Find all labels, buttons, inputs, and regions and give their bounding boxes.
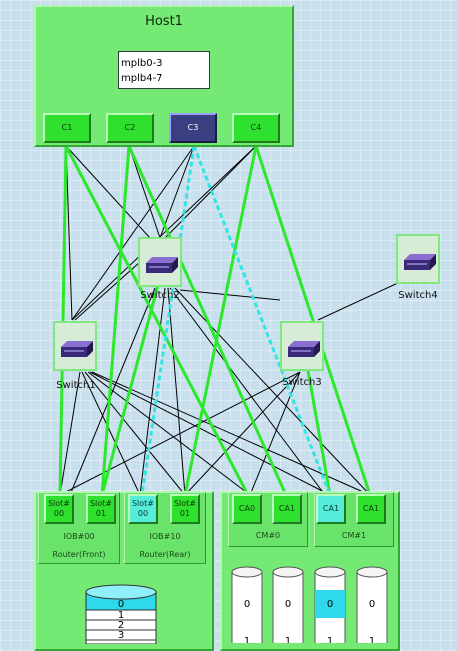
switch2-label: Switch2 [140,290,180,301]
iob10-label: IOB#10 [149,532,181,541]
stack-item: 3 [118,630,124,641]
switch1-node[interactable] [53,321,97,371]
stack-item: 1 [118,610,124,621]
switch4-label: Switch4 [398,290,438,301]
stack-item: 0 [118,599,124,610]
cm0-port-ca1[interactable]: CA1 [272,494,302,524]
host-port-c1[interactable]: C1 [43,113,91,143]
switch2-node[interactable] [138,237,182,287]
switch-icon [288,341,320,357]
iob00-sublabel: Router(Front) [52,550,106,559]
disk-0[interactable]: 0 1 [231,566,263,643]
disk-value: 1 [369,636,375,643]
cm1-port-ca1-a[interactable]: CA1 [316,494,346,524]
thin-links [59,145,401,496]
disk-value: 0 [244,599,250,610]
slot-line2: 01 [179,509,191,518]
host-port-c4[interactable]: C4 [232,113,280,143]
selected-paths [140,145,332,496]
disk-array: 0 1 0 1 0 1 0 1 [231,566,388,643]
host-port-c2[interactable]: C2 [106,113,154,143]
iob00-label: IOB#00 [63,532,95,541]
iob00-slot00[interactable]: Slot# 00 [44,494,74,524]
slot-line2: 01 [95,509,107,518]
slot-line1: Slot# [173,499,197,508]
iob10-slot01[interactable]: Slot# 01 [170,494,200,524]
disk-2[interactable]: 0 1 [314,566,346,643]
iob10-sublabel: Router(Rear) [139,550,191,559]
disk-value: 1 [327,636,333,643]
lun-list: mplb0-3 mplb4-7 [118,51,210,89]
host-title: Host1 [145,14,183,29]
slot-line2: 00 [53,509,65,518]
switch1-label: Switch1 [56,380,96,391]
disk-value: 1 [285,636,291,643]
switch3-label: Switch3 [282,377,322,388]
cm1-label: CM#1 [341,531,367,540]
stack-item: 2 [118,620,124,631]
disk-value: 0 [285,599,291,610]
disk-3[interactable]: 0 1 [356,566,388,643]
switch-icon [404,254,436,270]
disk-value: 0 [327,599,333,610]
iob00-slot01[interactable]: Slot# 01 [86,494,116,524]
switch-icon [146,257,178,273]
disk-stack-icon: 0 1 2 3 [85,584,157,644]
switch-icon [61,341,93,357]
switch3-node[interactable] [280,321,324,371]
slot-line1: Slot# [131,499,155,508]
slot-line1: Slot# [89,499,113,508]
disk-1[interactable]: 0 1 [272,566,304,643]
lun-item: mplb4-7 [121,73,163,84]
slot-line1: Slot# [47,499,71,508]
iob10-slot00[interactable]: Slot# 00 [128,494,158,524]
host-port-c3[interactable]: C3 [169,113,217,143]
slot-line2: 00 [137,509,149,518]
cm0-label: CM#0 [255,531,281,540]
disk-value: 0 [369,599,375,610]
cm0-port-ca0[interactable]: CA0 [232,494,262,524]
cm1-port-ca1-b[interactable]: CA1 [356,494,386,524]
disk-value: 1 [244,636,250,643]
lun-item: mplb0-3 [121,58,163,69]
switch4-node[interactable] [396,234,440,284]
